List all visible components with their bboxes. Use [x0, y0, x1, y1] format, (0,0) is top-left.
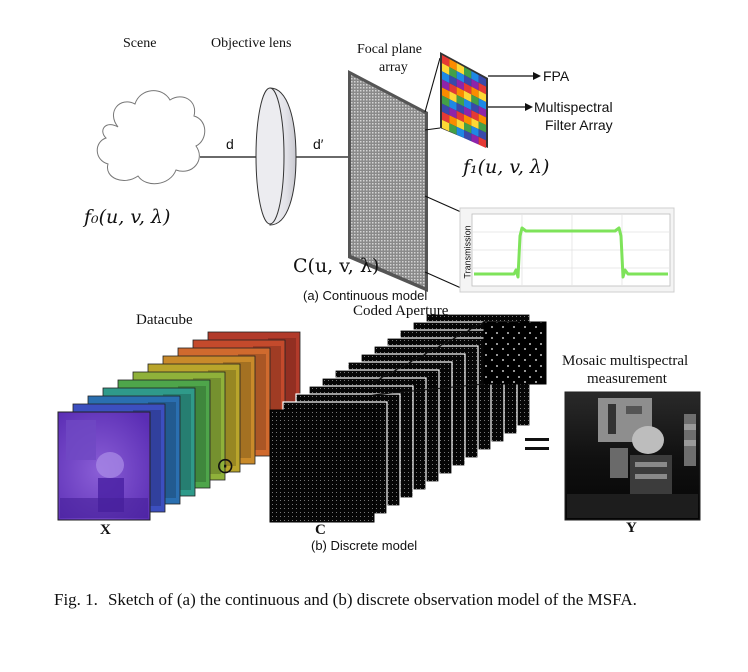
msfa-cell — [471, 78, 479, 91]
c-continuous-label: C(u, v, λ) — [293, 255, 380, 277]
msfa-cell — [464, 114, 472, 126]
msfa-cell — [478, 82, 486, 95]
odot-symbol: ⊙ — [216, 454, 235, 479]
figure-caption: Fig. 1. Sketch of (a) the continuous and … — [54, 588, 694, 611]
msfa-arrow-label-line2: Filter Array — [545, 117, 613, 133]
msfa-cell — [471, 94, 479, 106]
msfa-cell — [464, 122, 472, 134]
msfa-cell — [449, 59, 457, 71]
transmission-plot — [459, 207, 675, 293]
subcaption-a: (a) Continuous model — [303, 288, 428, 303]
msfa-cell — [442, 119, 450, 132]
msfa-cell — [464, 130, 472, 142]
objective-lens — [255, 87, 297, 226]
msfa-cell — [442, 63, 450, 76]
c-front-mask — [269, 409, 375, 523]
msfa-cell — [471, 117, 479, 130]
msfa-cell — [478, 129, 486, 141]
msfa-cell — [456, 118, 464, 131]
c-label: C — [315, 522, 326, 538]
msfa-cell — [471, 102, 479, 114]
msfa-cell — [471, 125, 479, 137]
msfa-cell — [442, 55, 450, 68]
msfa-cell — [456, 126, 464, 138]
msfa-cell — [464, 106, 472, 118]
msfa-cell — [478, 113, 486, 125]
msfa-cell — [471, 86, 479, 99]
measurement-label-line2: measurement — [587, 371, 667, 387]
msfa-cell — [449, 91, 457, 103]
scene-label: Scene — [123, 36, 157, 51]
coded-aperture-label: Coded Aperture — [353, 303, 449, 319]
msfa-cell — [471, 71, 479, 83]
msfa-cell — [442, 103, 450, 116]
msfa-cell — [478, 136, 486, 148]
msfa-cell — [464, 82, 472, 95]
fpa-arrow-label: FPA — [543, 68, 570, 84]
scene-cloud — [96, 90, 206, 185]
msfa-inset — [440, 52, 488, 148]
msfa-cell — [478, 105, 486, 118]
msfa-cell — [456, 102, 464, 115]
msfa-cell — [456, 86, 464, 99]
msfa-cell — [456, 110, 464, 123]
msfa-cell — [478, 75, 486, 87]
dprime-label: d′ — [313, 136, 324, 152]
msfa-cell — [449, 99, 457, 111]
msfa-cell — [478, 90, 486, 102]
msfa-cell — [449, 67, 457, 79]
msfa-arrow-label-line1: Multispectral — [534, 99, 613, 115]
msfa-cell — [449, 123, 457, 135]
caption-number: Fig. 1. — [54, 590, 98, 609]
msfa-cell — [456, 70, 464, 83]
msfa-cell — [456, 94, 464, 107]
d-label: d — [226, 136, 234, 152]
msfa-cell — [449, 107, 457, 119]
msfa-cell — [456, 63, 464, 75]
y-label: Y — [626, 520, 637, 536]
f1-label: f₁(u, v, λ) — [463, 156, 550, 178]
caption-text: Sketch of (a) the continuous and (b) dis… — [107, 590, 637, 609]
msfa-cell — [478, 98, 486, 110]
msfa-cell — [442, 71, 450, 84]
msfa-cell — [449, 83, 457, 95]
fpa-label-line2: array — [379, 60, 408, 75]
msfa-cell — [471, 110, 479, 122]
transmission-curve — [474, 226, 668, 279]
msfa-cell — [442, 79, 450, 92]
focal-plane-array — [348, 70, 428, 292]
msfa-cell — [464, 90, 472, 103]
transmission-axis-label: Transmission — [462, 225, 473, 279]
msfa-cell — [464, 67, 472, 79]
datacube-label: Datacube — [136, 312, 193, 328]
msfa-cell — [449, 75, 457, 87]
x-label: X — [100, 522, 111, 538]
msfa-cell — [449, 115, 457, 127]
msfa-cell — [442, 87, 450, 100]
fpa-label-line1: Focal plane — [357, 42, 422, 57]
subcaption-b: (b) Discrete model — [311, 538, 418, 553]
msfa-cell — [456, 78, 464, 91]
y-measurement-image — [564, 391, 701, 521]
msfa-cell — [464, 98, 472, 111]
msfa-cell — [464, 74, 472, 87]
coded-aperture-inset — [483, 321, 547, 385]
msfa-cell — [442, 95, 450, 108]
msfa-cell — [442, 111, 450, 124]
x-front-image — [57, 411, 151, 521]
objective-lens-label: Objective lens — [211, 36, 292, 51]
msfa-cell — [471, 133, 479, 145]
msfa-cell — [478, 121, 486, 133]
f0-label: f₀(u, v, λ) — [84, 206, 171, 228]
measurement-label-line1: Mosaic multispectral — [562, 353, 689, 369]
